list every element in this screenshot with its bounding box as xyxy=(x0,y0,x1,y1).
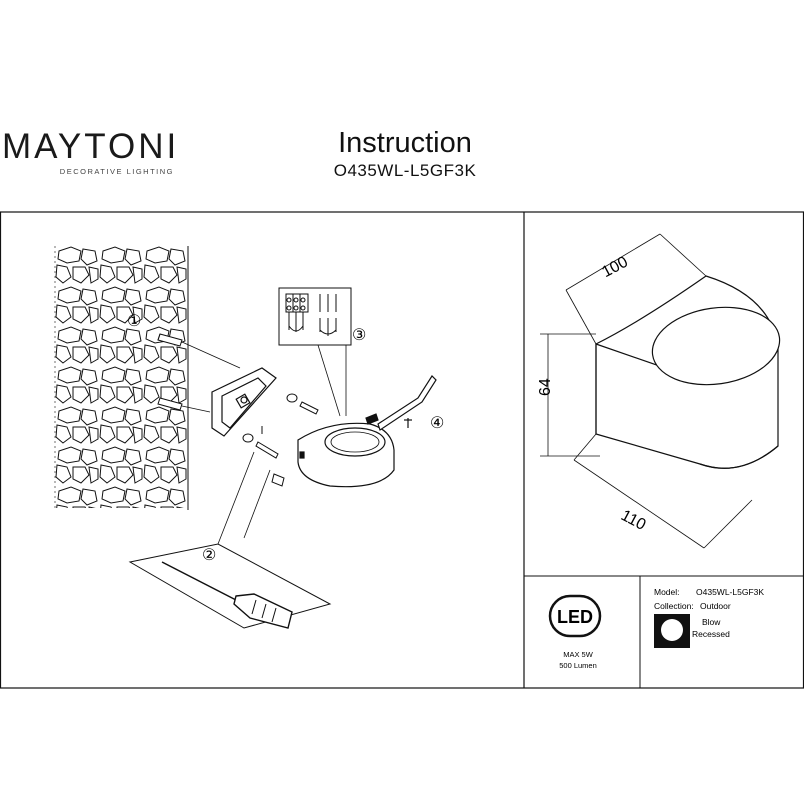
brand-name: MAYTONI xyxy=(2,127,180,166)
led-badge-icon xyxy=(548,594,602,638)
stone-wall xyxy=(54,246,189,510)
spec-collection-label: Collection: xyxy=(654,601,694,611)
spec-model-label: Model: xyxy=(654,587,680,597)
lamp-body-icon xyxy=(297,422,395,488)
allen-key-icon xyxy=(365,375,437,431)
spec-mount-line2: Recessed xyxy=(692,629,730,639)
led-badge: LED xyxy=(557,607,593,627)
spec-mount-line1: Blow xyxy=(702,617,721,627)
spec-table xyxy=(524,575,804,688)
wiring-diagram-icon xyxy=(278,287,352,417)
spec-collection-value: Outdoor xyxy=(700,601,731,611)
brand-logo: MAYTONI DECORATIVE LIGHTING xyxy=(2,127,182,177)
dimension-height: 64 xyxy=(537,378,554,396)
screwdriver-panel xyxy=(128,451,332,629)
dimension-depth: 100 xyxy=(599,254,631,282)
recessed-mount-icon xyxy=(654,614,690,648)
instruction-sheet: ① ② ③ ④ 100 64 110 LED MAX 5W 500 Lume xyxy=(0,211,804,689)
wall-anchor-icon xyxy=(157,333,241,413)
step-marker-4: ④ xyxy=(430,415,444,432)
page-title: Instruction xyxy=(338,127,472,159)
dimension-drawing xyxy=(540,233,781,549)
dimension-width: 110 xyxy=(618,507,649,534)
spec-model-value: O435WL-L5GF3K xyxy=(696,587,764,597)
spec-lumen: 500 Lumen xyxy=(559,661,597,670)
spec-power: MAX 5W xyxy=(563,650,594,659)
model-code: O435WL-L5GF3K xyxy=(333,161,477,180)
mounting-plate-icon xyxy=(211,367,277,437)
header: Instruction O435WL-L5GF3K xyxy=(320,126,490,182)
step-marker-2: ② xyxy=(202,547,216,564)
step-marker-1: ① xyxy=(127,313,141,330)
brand-tagline: DECORATIVE LIGHTING xyxy=(59,167,174,176)
step-marker-3: ③ xyxy=(352,327,366,344)
screw-set-icon xyxy=(242,393,319,487)
